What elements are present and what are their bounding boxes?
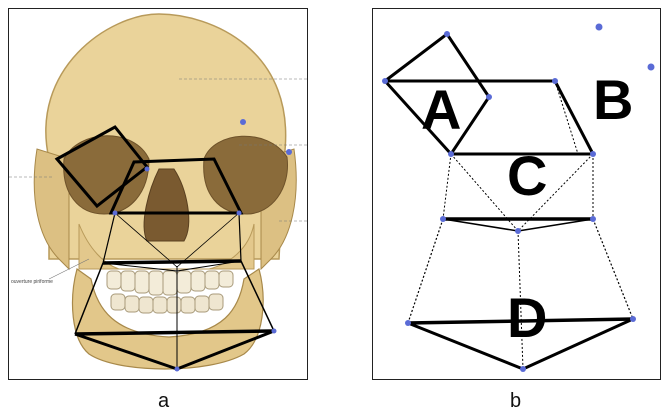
- panel-b-schematic: A B C D: [372, 8, 661, 380]
- upper-teeth: [107, 271, 233, 295]
- skull-illustration: ouverture piriforme: [9, 9, 308, 380]
- region-label-c: C: [507, 144, 547, 207]
- panel-a-skull: ouverture piriforme: [8, 8, 308, 380]
- region-label-a: A: [421, 78, 461, 141]
- region-label-d: D: [507, 286, 547, 349]
- side-label: ouverture piriforme: [11, 279, 53, 285]
- caption-a: a: [158, 390, 169, 413]
- lower-teeth: [111, 294, 223, 313]
- region-schematic: A B C D: [373, 9, 661, 380]
- caption-b: b: [510, 390, 521, 413]
- region-label-b: B: [593, 68, 633, 131]
